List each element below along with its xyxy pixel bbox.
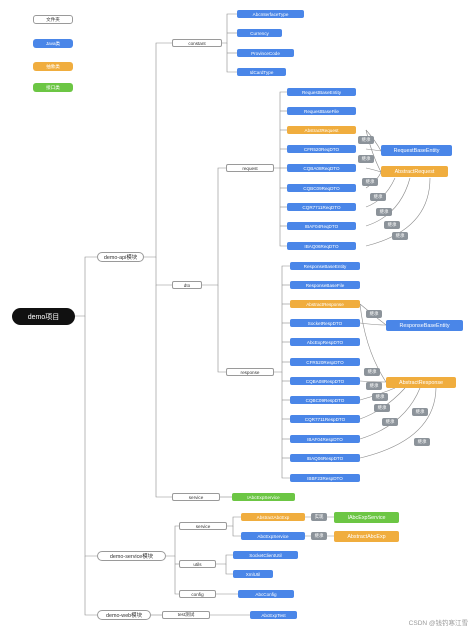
class-socketclientutil: SocketClientUtil bbox=[233, 551, 298, 559]
class-abcexpservice: AbcExpService bbox=[241, 532, 305, 540]
inherit-label: 继承 bbox=[384, 221, 400, 229]
class-cqr7711reqdto: CQR7711ReqDTO bbox=[287, 203, 356, 211]
legend-abstract-class: 抽象类 bbox=[33, 62, 73, 71]
module-api: demo-api模块 bbox=[97, 252, 144, 262]
target-responsebaseentity: ResponseBaseEntity bbox=[386, 320, 463, 331]
legend-interface-class: 接口类 bbox=[33, 83, 73, 92]
class-idcardtype: IdCardType bbox=[237, 68, 286, 76]
folder-svc-service: service bbox=[179, 522, 227, 530]
inherit-label: 继承 bbox=[376, 208, 392, 216]
class-requestbasefile: RequestBaseFile bbox=[287, 107, 356, 115]
inherit-label: 继承 bbox=[414, 438, 430, 446]
root-node: demo项目 bbox=[12, 308, 75, 325]
folder-request: request bbox=[226, 164, 274, 172]
class-ibaf04respdto: IBAF04RespDTO bbox=[290, 435, 360, 443]
folder-dto: dto bbox=[172, 281, 202, 289]
inherit-label: 继承 bbox=[358, 155, 374, 163]
folder-test: test测试 bbox=[162, 611, 210, 619]
class-cqba08respdto: CQBA08RespDTO bbox=[290, 377, 360, 385]
class-abcinterfacetype: AbcInterfaceType bbox=[237, 10, 304, 18]
inherit-label: 继承 bbox=[392, 232, 408, 240]
class-abcexprespdto: AbcExpRespDTO bbox=[290, 338, 360, 346]
class-ibbf23respdto: IBBF23RespDTO bbox=[290, 474, 360, 482]
class-requestbaseentity: RequestBaseEntity bbox=[287, 88, 356, 96]
class-ibaq06respdto: IBAQ06RespDTO bbox=[290, 454, 360, 462]
folder-config: config bbox=[179, 590, 216, 598]
watermark: CSDN @钱钓寒江雪 bbox=[408, 620, 468, 627]
inherit-label: 继承 bbox=[364, 368, 380, 376]
inherit-label: 继承 bbox=[374, 404, 390, 412]
inherit-label: 继承 bbox=[366, 310, 382, 318]
folder-utils: utils bbox=[179, 560, 216, 568]
class-responsebaseentity: ResponseBaseEntity bbox=[290, 262, 360, 270]
class-cqr7711respdto: CQR7711RespDTO bbox=[290, 415, 360, 423]
target-requestbaseentity: RequestBaseEntity bbox=[381, 145, 452, 156]
inherit-label: 继承 bbox=[311, 532, 327, 540]
target-abstractrequest: AbstractRequest bbox=[381, 166, 448, 177]
inherit-label: 继承 bbox=[412, 408, 428, 416]
class-cfr520reqdto: CFR520ReqDTO bbox=[287, 145, 356, 153]
folder-constant: constant bbox=[172, 39, 222, 47]
class-currency: Currency bbox=[237, 29, 282, 37]
class-provincecode: ProvinceCode bbox=[237, 49, 294, 57]
inherit-label: 继承 bbox=[362, 178, 378, 186]
class-cqbc09reqdto: CQBC09ReqDTO bbox=[287, 184, 356, 192]
implement-label: 实现 bbox=[311, 513, 327, 521]
inherit-label: 继承 bbox=[372, 393, 388, 401]
module-web: demo-web模块 bbox=[97, 610, 151, 620]
interface-iabcexpservice: IAbcExpService bbox=[232, 493, 295, 501]
inherit-label: 继承 bbox=[358, 136, 374, 144]
module-service: demo-service模块 bbox=[97, 551, 166, 561]
class-cqbc09respdto: CQBC09RespDTO bbox=[290, 396, 360, 404]
folder-api-service: service bbox=[172, 493, 220, 501]
class-socketrespdto: SocketRespDTO bbox=[290, 319, 360, 327]
target-iabcexpservice: IAbcExpService bbox=[334, 512, 399, 523]
class-ibaq06reqdto: IBAQ06ReqDTO bbox=[287, 242, 356, 250]
inherit-label: 继承 bbox=[370, 193, 386, 201]
legend-java-class: Java类 bbox=[33, 39, 73, 48]
inherit-label: 继承 bbox=[382, 418, 398, 426]
abstract-abstractresponse: AbstractResponse bbox=[290, 300, 360, 308]
target-abstractresponse: AbstractResponse bbox=[386, 377, 456, 388]
class-ibaf04reqdto: IBAF04ReqDTO bbox=[287, 222, 356, 230]
class-cqba08reqdto: CQBA08ReqDTO bbox=[287, 164, 356, 172]
class-xmlutil: XmlUtil bbox=[233, 570, 273, 578]
abstract-abstractrequest: AbstractRequest bbox=[287, 126, 356, 134]
abstract-abstractabcexp: AbstractAbcExp bbox=[241, 513, 305, 521]
class-abcexptest: AbcExpTest bbox=[250, 611, 297, 619]
legend-folder: 文件夹 bbox=[33, 15, 73, 24]
target-abstractabcexp: AbstractAbcExp bbox=[334, 531, 399, 542]
inherit-label: 继承 bbox=[366, 382, 382, 390]
class-responsebasefile: ResponseBaseFile bbox=[290, 281, 360, 289]
folder-response: response bbox=[226, 368, 274, 376]
class-cfr520respdto: CFR520RespDTO bbox=[290, 358, 360, 366]
class-abcconfig: AbcConfig bbox=[238, 590, 294, 598]
